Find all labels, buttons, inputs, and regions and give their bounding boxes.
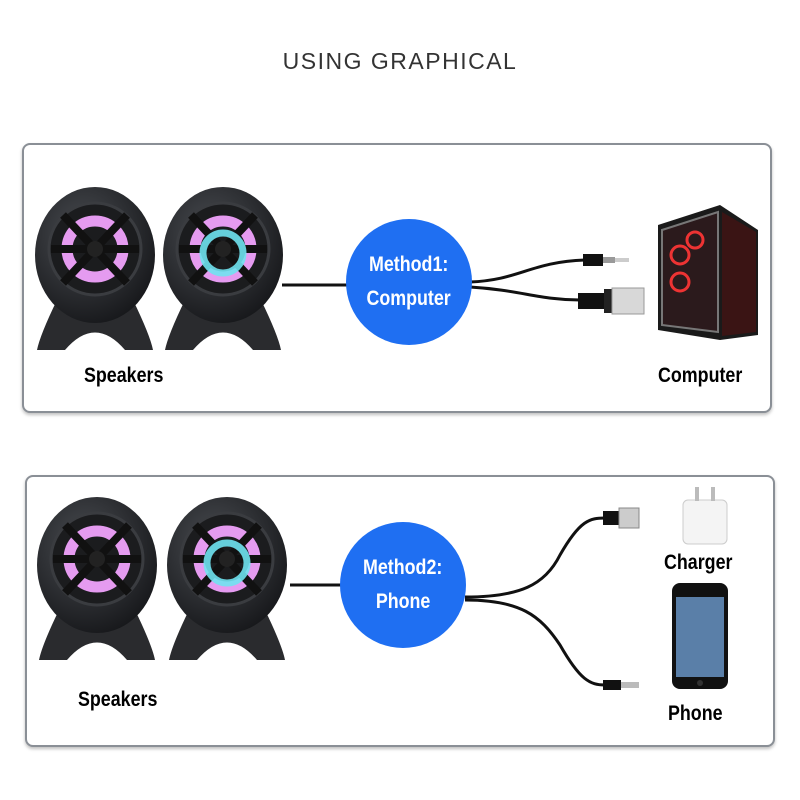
page-title: USING GRAPHICAL	[282, 48, 518, 74]
phone-icon	[672, 583, 728, 689]
right-speaker-icon	[163, 187, 283, 350]
method1-bubble: Method1: Computer	[346, 219, 472, 345]
speakers-label-2: Speakers	[78, 688, 158, 711]
left-speaker-icon-2	[37, 497, 157, 660]
phone-cable	[464, 598, 606, 687]
left-speaker-icon	[35, 187, 155, 350]
computer-label: Computer	[658, 364, 743, 387]
phone-label: Phone	[668, 702, 723, 725]
charger-cable	[464, 516, 606, 599]
method2-subtitle: Phone	[375, 590, 431, 613]
speakers-label: Speakers	[84, 364, 164, 387]
computer-tower-icon	[658, 205, 758, 340]
method2-title: Method2:	[363, 556, 443, 579]
aux-cable	[469, 258, 586, 284]
charger-label: Charger	[664, 551, 733, 574]
usb-plug-icon-2	[603, 507, 640, 529]
method1-title: Method1:	[369, 253, 449, 276]
charger-icon	[682, 487, 728, 545]
aux-plug-icon-2	[603, 680, 639, 690]
usb-plug-icon	[578, 287, 645, 315]
aux-plug-icon	[583, 254, 629, 266]
usb-cable	[469, 285, 581, 302]
method1-subtitle: Computer	[366, 287, 452, 310]
method2-bubble: Method2: Phone	[340, 522, 466, 648]
right-speaker-icon-2	[167, 497, 287, 660]
